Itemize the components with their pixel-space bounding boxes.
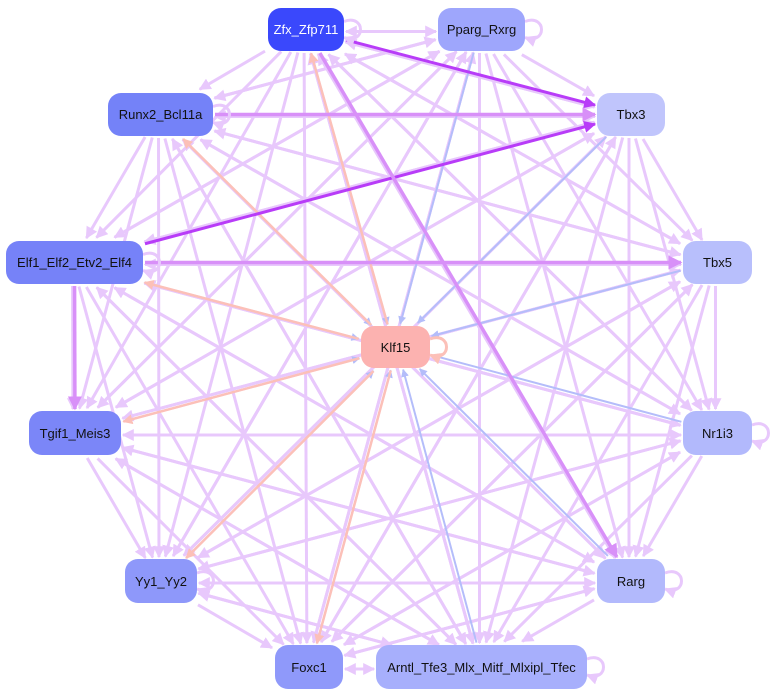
edge — [503, 454, 693, 643]
edge — [521, 598, 595, 643]
edge — [113, 286, 595, 564]
edge-from-klf15 — [314, 370, 392, 645]
edge-from-klf15 — [185, 370, 375, 559]
node-tgif1-meis3[interactable]: Tgif1_Meis3 — [29, 411, 121, 455]
edge — [121, 444, 595, 575]
edge — [171, 137, 468, 645]
edge — [199, 138, 681, 416]
edge-from-klf15 — [143, 279, 359, 341]
edge — [144, 119, 596, 244]
node-elf1-elf2-etv2-elf4[interactable]: Elf1_Elf2_Etv2_Elf4 — [6, 241, 143, 284]
edge-to-klf15 — [430, 269, 681, 339]
node-pparg-rxrg[interactable]: Pparg_Rxrg — [438, 8, 525, 51]
edge — [484, 53, 626, 559]
self-loop-edge — [342, 18, 362, 47]
edge-to-klf15 — [398, 52, 475, 325]
edge — [343, 450, 682, 646]
edge — [197, 603, 274, 650]
edge-to-klf15 — [418, 368, 609, 557]
edge-from-klf15 — [122, 357, 360, 425]
edge — [641, 138, 704, 242]
edge — [521, 53, 596, 98]
edge — [114, 457, 440, 647]
self-loop-edge — [428, 336, 448, 365]
node-rarg[interactable]: Rarg — [597, 559, 665, 603]
node-yy1-yy2[interactable]: Yy1_Yy2 — [125, 559, 197, 603]
edge-strong — [345, 38, 597, 109]
edge — [214, 36, 437, 100]
edge — [213, 127, 681, 257]
edge — [344, 585, 596, 657]
edge-to-klf15 — [431, 353, 682, 423]
edge-to-klf15 — [401, 368, 478, 643]
edge — [300, 53, 313, 645]
edge-strong — [318, 52, 619, 559]
self-loop-edge — [211, 103, 231, 132]
edge — [197, 280, 682, 559]
edge — [632, 285, 711, 558]
edge — [85, 136, 147, 240]
edge — [197, 590, 392, 647]
edge — [115, 132, 596, 409]
edge — [171, 50, 468, 557]
self-loop-edge — [585, 656, 605, 685]
edge — [85, 457, 147, 560]
edge-from-klf15 — [182, 138, 373, 326]
self-loop-edge — [141, 251, 161, 280]
edge-to-klf15 — [417, 136, 607, 324]
node-nr1i3[interactable]: Nr1i3 — [683, 411, 752, 455]
self-loop-edge — [195, 570, 215, 599]
node-foxc1[interactable]: Foxc1 — [275, 645, 343, 689]
self-loop-edge — [523, 18, 543, 47]
self-loop-edge — [663, 570, 683, 599]
self-loop-edge — [750, 422, 770, 451]
edge — [113, 49, 441, 239]
edge — [502, 53, 694, 242]
edge-strong — [144, 121, 597, 246]
node-klf15[interactable]: Klf15 — [361, 326, 430, 368]
node-tbx5[interactable]: Tbx5 — [683, 241, 752, 284]
node-tbx3[interactable]: Tbx3 — [597, 93, 665, 136]
node-runx2-bcl11a[interactable]: Runx2_Bcl11a — [108, 93, 213, 136]
node-arntl-tfe3-mlx-mitf-mlxipl-tfec[interactable]: Arntl_Tfe3_Mlx_Mitf_Mlxipl_Tfec — [376, 645, 587, 689]
edge — [198, 49, 266, 91]
node-zfx-zfp711[interactable]: Zfx_Zfp711 — [268, 8, 344, 51]
edge — [642, 455, 704, 558]
edge — [95, 286, 457, 646]
edge — [483, 137, 625, 644]
